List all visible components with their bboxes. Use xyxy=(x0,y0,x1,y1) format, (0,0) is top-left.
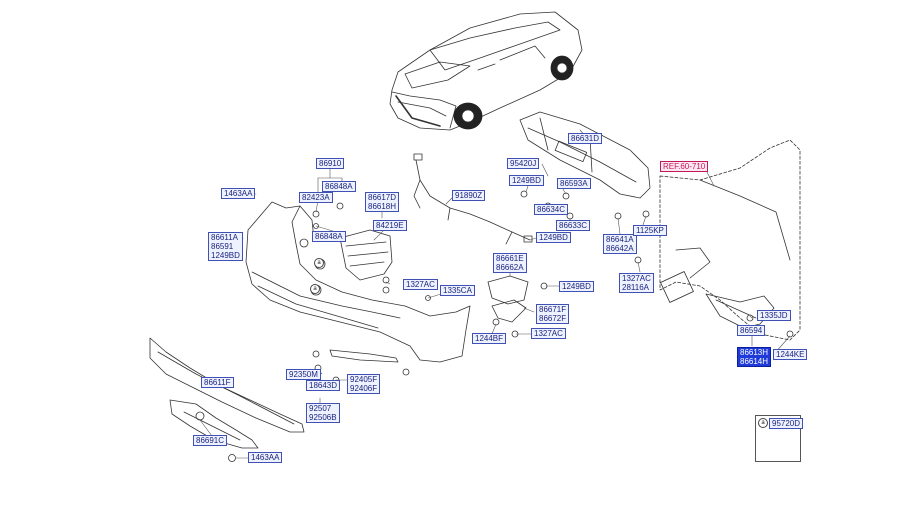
part-label-18643D[interactable]: 18643D xyxy=(306,380,341,391)
part-label-86611F[interactable]: 86611F xyxy=(201,377,234,388)
part-label-84219E[interactable]: 84219E xyxy=(373,220,407,231)
part-label-1463AA-top[interactable]: 1463AA xyxy=(221,188,256,199)
part-label-1249BD-wire[interactable]: 1249BD xyxy=(536,232,571,243)
part-label-91890Z[interactable]: 91890Z xyxy=(452,190,486,201)
callout-marker-a-upper: a xyxy=(314,258,324,268)
vehicle-overview-illustration xyxy=(389,11,583,131)
under-cover-illustration xyxy=(169,399,259,449)
part-label-1244BF[interactable]: 1244BF xyxy=(472,333,507,344)
bumper-beam-illustration xyxy=(519,111,651,199)
part-number-86671F: 86671F xyxy=(539,305,567,314)
part-number-92507: 92507 xyxy=(309,404,332,413)
part-label-86848A-mid[interactable]: 86848A xyxy=(312,231,346,242)
part-label-86633C[interactable]: 86633C xyxy=(556,220,591,231)
part-label-92405F-92406F[interactable]: 92405F 92406F xyxy=(347,374,381,394)
part-label-1327AC-28116A[interactable]: 1327AC 28116A xyxy=(619,273,654,293)
part-label-86617D-86618H[interactable]: 86617D 86618H xyxy=(365,192,400,212)
callout-marker-a-lower: a xyxy=(310,284,320,294)
part-label-86671F-86672F[interactable]: 86671F 86672F xyxy=(536,304,570,324)
reference-label[interactable]: REF.60-710 xyxy=(660,161,709,172)
part-number-86613H: 86613H xyxy=(740,348,769,357)
part-label-86661E-86662A[interactable]: 86661E 86662A xyxy=(493,253,527,273)
part-label-1249BD-a[interactable]: 1249BD xyxy=(509,175,544,186)
part-number-92405F: 92405F xyxy=(350,375,378,384)
part-label-1463AA-bottom[interactable]: 1463AA xyxy=(248,452,283,463)
part-label-92507-92506B[interactable]: 92507 92506B xyxy=(306,403,340,423)
part-number-92406F: 92406F xyxy=(350,384,378,393)
center-bracket-illustration xyxy=(487,275,529,323)
part-number-92506B: 92506B xyxy=(309,413,337,422)
part-label-1327AC-center[interactable]: 1327AC xyxy=(531,328,566,339)
quarter-panel-illustration xyxy=(659,139,801,341)
part-label-86848A-top[interactable]: 86848A xyxy=(322,181,356,192)
part-label-1249BD-bracket[interactable]: 1249BD xyxy=(559,281,594,292)
rear-bumper-cover-illustration xyxy=(245,201,471,363)
part-label-86631D[interactable]: 86631D xyxy=(568,133,603,144)
part-label-86594[interactable]: 86594 xyxy=(737,325,766,336)
part-label-82423A[interactable]: 82423A xyxy=(299,192,333,203)
part-label-86611A-group[interactable]: 86611A 86591 1249BD xyxy=(208,232,243,261)
part-number-1249BD-left: 1249BD xyxy=(211,251,240,260)
part-label-86613H-86614H[interactable]: 86613H 86614H xyxy=(737,347,772,367)
part-number-28116A: 28116A xyxy=(622,283,649,292)
inset-callout-marker: a xyxy=(758,418,768,428)
part-label-86634C[interactable]: 86634C xyxy=(534,204,569,215)
part-label-1327AC-left[interactable]: 1327AC xyxy=(403,279,438,290)
part-label-1335CA[interactable]: 1335CA xyxy=(440,285,475,296)
part-label-86691C[interactable]: 86691C xyxy=(193,435,228,446)
part-label-86593A[interactable]: 86593A xyxy=(557,178,591,189)
part-label-86910[interactable]: 86910 xyxy=(316,158,345,169)
part-label-1244KE[interactable]: 1244KE xyxy=(773,349,808,360)
absorber-bracket-illustration xyxy=(339,229,393,281)
part-number-86618H: 86618H xyxy=(368,202,397,211)
part-label-95420J[interactable]: 95420J xyxy=(507,158,540,169)
part-number-86641A: 86641A xyxy=(606,235,634,244)
reflector-strip-illustration xyxy=(329,349,399,363)
part-label-95720D[interactable]: 95720D xyxy=(769,418,804,429)
part-number-86662A: 86662A xyxy=(496,263,524,272)
wiring-harness-illustration xyxy=(413,153,533,245)
part-number-1327AC-right: 1327AC xyxy=(622,274,651,283)
part-number-86672F: 86672F xyxy=(539,314,567,323)
part-label-1335JD[interactable]: 1335JD xyxy=(757,310,791,321)
part-number-86614H: 86614H xyxy=(740,357,769,366)
part-number-86642A: 86642A xyxy=(606,244,634,253)
part-label-86641A-86642A[interactable]: 86641A 86642A xyxy=(603,234,637,254)
part-label-92350M[interactable]: 92350M xyxy=(286,369,321,380)
part-number-86617D: 86617D xyxy=(368,193,397,202)
part-number-86611A: 86611A xyxy=(211,233,238,242)
part-label-1125KP[interactable]: 1125KP xyxy=(633,225,667,236)
part-number-86661E: 86661E xyxy=(496,254,524,263)
part-number-86591: 86591 xyxy=(211,242,234,251)
